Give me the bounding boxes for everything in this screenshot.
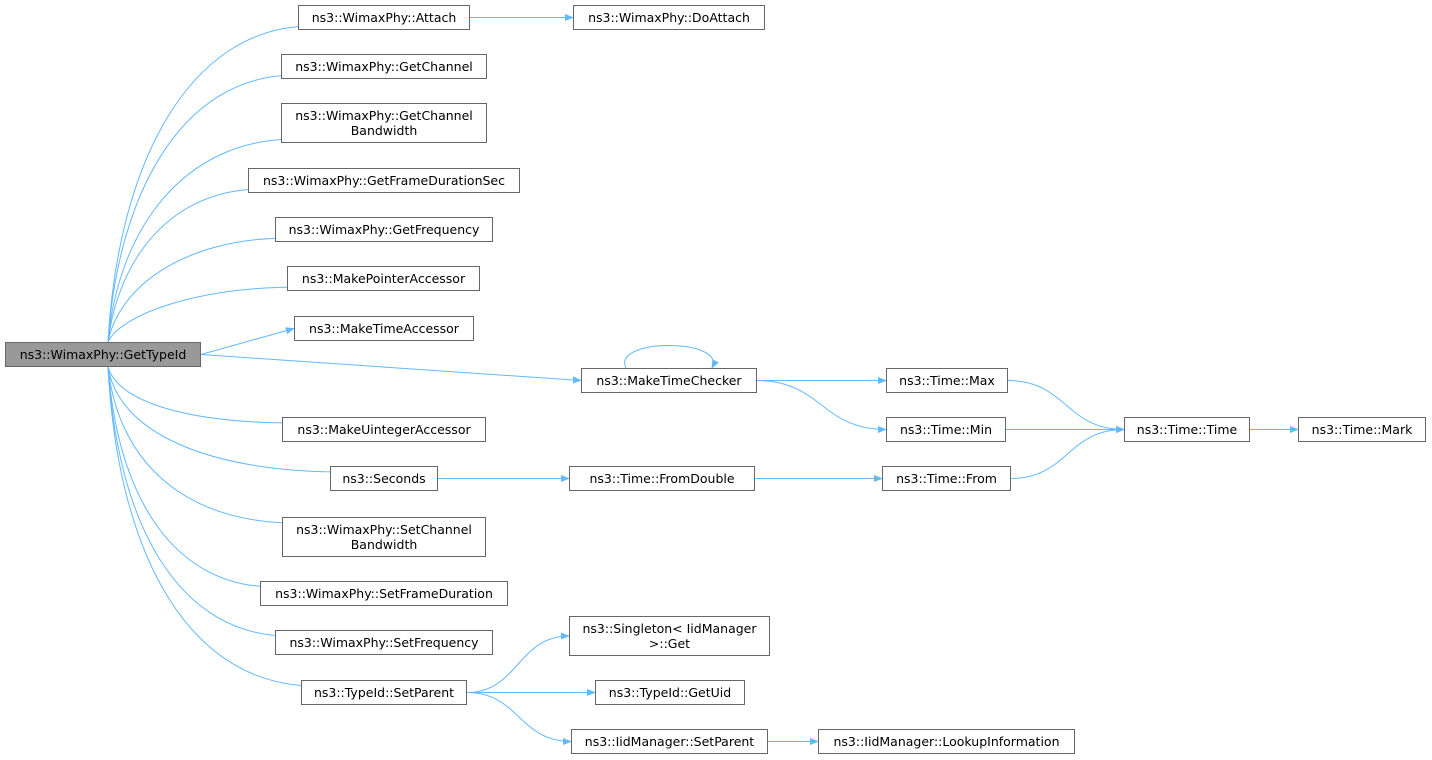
node-singleton[interactable]: ns3::Singleton< IidManager >::Get — [569, 616, 770, 656]
node-seconds[interactable]: ns3::Seconds — [330, 466, 438, 491]
edge-timefrom-to-timetime — [1010, 425, 1125, 479]
node-getframedur[interactable]: ns3::WimaxPhy::GetFrameDurationSec — [248, 168, 520, 193]
node-makeuint[interactable]: ns3::MakeUintegerAccessor — [282, 417, 486, 442]
node-timemark[interactable]: ns3::Time::Mark — [1298, 417, 1426, 442]
edge-maketimechk-to-maketimechk — [624, 345, 719, 369]
edge-gettypeid-to-setframedur — [107, 366, 275, 591]
node-lookup[interactable]: ns3::IidManager::LookupInformation — [818, 729, 1075, 754]
node-maketimeacc[interactable]: ns3::MakeTimeAccessor — [294, 316, 474, 341]
node-timemin[interactable]: ns3::Time::Min — [886, 417, 1006, 442]
node-iidsetparent[interactable]: ns3::IidManager::SetParent — [571, 729, 768, 754]
edge-gettypeid-to-setchannelbw — [107, 366, 297, 527]
edge-gettypeid-to-makeuint — [107, 366, 297, 427]
edge-gettypeid-to-getchannelbw — [107, 135, 296, 343]
node-maketimechk[interactable]: ns3::MakeTimeChecker — [581, 368, 757, 393]
node-setfreq[interactable]: ns3::WimaxPhy::SetFrequency — [275, 630, 493, 655]
edge-gettypeid-to-maketimeacc — [200, 327, 295, 355]
edge-gettypeid-to-seconds — [107, 366, 345, 476]
edge-timemax-to-timetime — [1007, 380, 1125, 434]
edge-gettypeid-to-getfreq — [107, 234, 290, 343]
edge-setparent-to-singleton — [466, 632, 570, 693]
node-getchannelbw[interactable]: ns3::WimaxPhy::GetChannel Bandwidth — [281, 103, 487, 143]
node-setchannelbw[interactable]: ns3::WimaxPhy::SetChannel Bandwidth — [282, 517, 486, 557]
edge-gettypeid-to-setparent — [107, 366, 316, 690]
edge-maketimechk-to-timemin — [756, 380, 887, 434]
node-timefrom[interactable]: ns3::Time::From — [882, 466, 1011, 491]
edge-gettypeid-to-setfreq — [107, 366, 290, 640]
edge-gettypeid-to-makeptr — [107, 283, 302, 343]
node-makeptr[interactable]: ns3::MakePointerAccessor — [287, 266, 480, 291]
node-attach[interactable]: ns3::WimaxPhy::Attach — [298, 5, 470, 30]
edge-gettypeid-to-getchannel — [107, 71, 296, 343]
edge-gettypeid-to-maketimechk — [200, 354, 582, 384]
node-timemax[interactable]: ns3::Time::Max — [886, 368, 1008, 393]
node-fromdouble[interactable]: ns3::Time::FromDouble — [569, 466, 755, 491]
edge-setparent-to-iidsetparent — [466, 692, 572, 746]
node-gettypeid: ns3::WimaxPhy::GetTypeId — [5, 342, 201, 367]
edge-gettypeid-to-getframedur — [107, 185, 263, 343]
node-getuid[interactable]: ns3::TypeId::GetUid — [595, 680, 745, 705]
node-setframedur[interactable]: ns3::WimaxPhy::SetFrameDuration — [260, 581, 508, 606]
node-getchannel[interactable]: ns3::WimaxPhy::GetChannel — [281, 54, 487, 79]
node-getfreq[interactable]: ns3::WimaxPhy::GetFrequency — [275, 217, 493, 242]
node-timetime[interactable]: ns3::Time::Time — [1124, 417, 1250, 442]
node-doattach[interactable]: ns3::WimaxPhy::DoAttach — [573, 5, 765, 30]
edge-gettypeid-to-attach — [107, 22, 313, 343]
node-setparent[interactable]: ns3::TypeId::SetParent — [301, 680, 467, 705]
